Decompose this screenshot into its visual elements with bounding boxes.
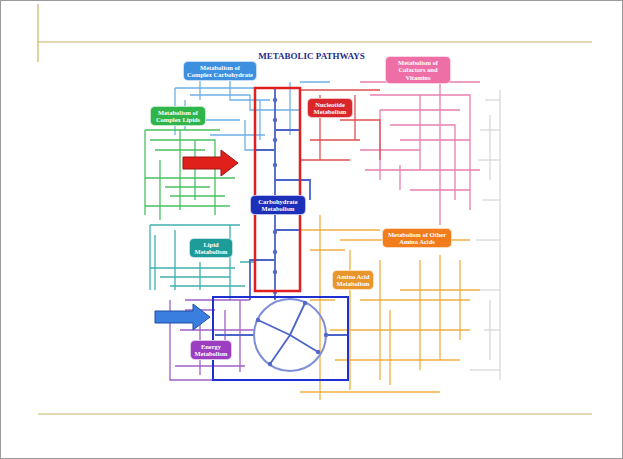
node-text: Energy Metabolism [194,343,228,357]
pathway-label: Metabolism of Complex Lipids [150,106,206,126]
pathway-label: Metabolism of Complex Carbohydrate [183,61,257,81]
pathway-label: Amino Acid Metabolism [332,270,374,290]
pathway-label: Energy Metabolism [190,340,232,360]
highlight-box [255,88,300,291]
node-text: Nucleotide Metabolism [311,101,349,115]
highlight-box [213,297,348,380]
metabolite-dot [324,333,328,337]
metabolite-dot [273,138,277,142]
pathway-label: Lipid Metabolism [189,238,233,258]
node-text: Carbohydrate Metabolism [254,198,302,212]
pathway-lines [150,225,255,300]
metabolite-dot [273,230,277,234]
pathway-label: Metabolism of Other Amino Acids [382,228,452,248]
node-text: Amino Acid Metabolism [336,273,370,287]
metabolite-dot [273,98,277,102]
bottom-rule [38,413,592,414]
pointer-arrow [155,304,210,330]
metabolite-dot [273,118,277,122]
node-text: Metabolism of Cofactors and Vitamins [389,59,447,80]
pathway-label: Metabolism of Cofactors and Vitamins [385,56,451,83]
pathway-lines [470,90,500,380]
metabolite-dot [273,163,277,167]
pathway-label: Nucleotide Metabolism [307,98,353,118]
metabolite-dot [256,318,260,322]
pointer-arrow [183,150,238,176]
metabolite-dot [273,270,277,274]
pathway-lines [300,90,380,160]
metabolite-dot [268,362,272,366]
carbohydrate-pathway [215,88,348,364]
citric-acid-cycle [254,299,326,371]
metabolite-dot [273,250,277,254]
node-text: Metabolism of Other Amino Acids [386,231,448,245]
pathway-lines [360,82,480,225]
pathway-lines [300,215,480,400]
slide-title: METABOLIC PATHWAYS [0,51,623,61]
metabolite-dot [316,350,320,354]
node-text: Lipid Metabolism [193,241,229,255]
node-text: Metabolism of Complex Lipids [154,109,202,123]
pathway-label: Carbohydrate Metabolism [250,195,306,215]
node-text: Metabolism of Complex Carbohydrate [187,64,253,78]
metabolite-dot [303,301,307,305]
